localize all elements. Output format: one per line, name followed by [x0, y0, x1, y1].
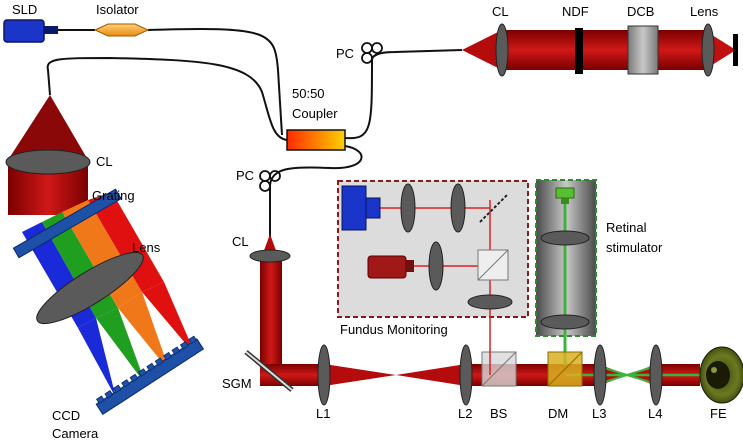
- retinal-lens-a: [540, 230, 590, 246]
- coupler-label-line1: 50:50: [292, 86, 325, 101]
- spectrometer-lens: [36, 251, 144, 325]
- lens-l2: [459, 344, 473, 406]
- fundus-monitoring: Fundus Monitoring: [337, 180, 529, 375]
- sld-label: SLD: [12, 2, 37, 17]
- sld-box: [3, 19, 45, 43]
- sample-cl-lens: [249, 249, 291, 263]
- sgm-label: SGM: [222, 376, 252, 391]
- fiber-coupler-sample: [269, 145, 363, 240]
- lens-top-label: Lens: [690, 4, 719, 19]
- fundus-mirror: [479, 193, 509, 223]
- fiber-spectrometer-coupler: [46, 56, 288, 141]
- coupler-label-line2: Coupler: [292, 106, 338, 121]
- spectrum-red: [88, 192, 164, 292]
- spectrometer: CL Grating Lens CCD Camera: [5, 95, 205, 441]
- ndf-filter: [575, 28, 583, 74]
- pc-sample: PC: [236, 168, 281, 192]
- reference-diverging-beam: [462, 30, 502, 70]
- lens-spec-label: Lens: [132, 240, 161, 255]
- pc-sample-label: PC: [236, 168, 254, 183]
- bs-label: BS: [490, 406, 508, 421]
- isolator-label: Isolator: [96, 2, 139, 17]
- reference-cl-lens: [495, 23, 509, 77]
- sample-horizontal-beam-a: [260, 364, 324, 386]
- reference-arm: CL NDF DCB Lens: [462, 4, 738, 77]
- fundus-lens-d: [467, 294, 513, 310]
- sld-connector: [44, 26, 58, 34]
- lens-l1: [317, 344, 331, 406]
- lens-l4: [649, 344, 663, 406]
- dcb-block: [627, 25, 659, 75]
- ccd-label-line1: CCD: [52, 408, 80, 423]
- dcb-label: DCB: [627, 4, 654, 19]
- dm-label: DM: [548, 406, 568, 421]
- fundus-label: Fundus Monitoring: [340, 322, 448, 337]
- l1-label: L1: [316, 406, 330, 421]
- diffraction-grating: [12, 188, 122, 259]
- spectrometer-diverging-beam: [8, 95, 88, 160]
- fiber-coupler-reference: [344, 49, 463, 140]
- spectrum-red-focus: [142, 282, 196, 356]
- fundus-light-source: [367, 255, 407, 279]
- fundus-lens-a: [400, 183, 416, 233]
- sample-arm: CL SGM L1 L2 BS DM L3 L4 FE: [222, 200, 743, 421]
- fundus-lens-c: [428, 241, 444, 291]
- ndf-label: NDF: [562, 4, 589, 19]
- ccd-camera: [95, 335, 205, 416]
- fish-eye: [699, 346, 743, 404]
- pc-reference: PC: [336, 42, 383, 64]
- sample-cl-label: CL: [232, 234, 249, 249]
- fiber-isolator-coupler: [147, 27, 283, 136]
- l3-label: L3: [592, 406, 606, 421]
- sample-vertical-beam: [260, 256, 282, 364]
- reference-mirror: [733, 34, 738, 66]
- coupler-body: [286, 129, 346, 151]
- retinal-label-line2: stimulator: [606, 240, 663, 255]
- fundus-light-nozzle: [406, 260, 414, 272]
- l2-label: L2: [458, 406, 472, 421]
- spectrum-blue-focus: [78, 318, 116, 398]
- retinal-lens-b: [540, 314, 590, 330]
- fundus-lens-b: [450, 183, 466, 233]
- lens-l3: [593, 344, 607, 406]
- stim-led: [555, 187, 575, 199]
- spectrum-green-focus: [96, 308, 146, 385]
- ccd-label-line2: Camera: [52, 426, 99, 441]
- reference-beam: [502, 30, 704, 70]
- fundus-camera-blue-lens: [365, 197, 381, 219]
- fundus-camera-blue: [341, 185, 367, 231]
- grating-label: Grating: [92, 188, 135, 203]
- reference-cl-label: CL: [492, 4, 509, 19]
- green-cross-b: [597, 365, 657, 385]
- pc-reference-label: PC: [336, 46, 354, 61]
- l4-label: L4: [648, 406, 662, 421]
- sld-source: SLD: [3, 2, 58, 43]
- beam-l1-l2-diverge: [396, 364, 466, 386]
- fe-label: FE: [710, 406, 727, 421]
- isolator: Isolator: [93, 2, 150, 37]
- retinal-label-line1: Retinal: [606, 220, 647, 235]
- spectrometer-cl-label: CL: [96, 154, 113, 169]
- coupler: 50:50 Coupler: [286, 86, 346, 151]
- spectrometer-cl-lens: [5, 149, 91, 175]
- reference-lens: [701, 23, 715, 77]
- beam-l1-l2-converge: [324, 364, 396, 386]
- retinal-stimulator: Retinal stimulator: [535, 179, 663, 337]
- spectrum-orange-focus: [118, 292, 170, 372]
